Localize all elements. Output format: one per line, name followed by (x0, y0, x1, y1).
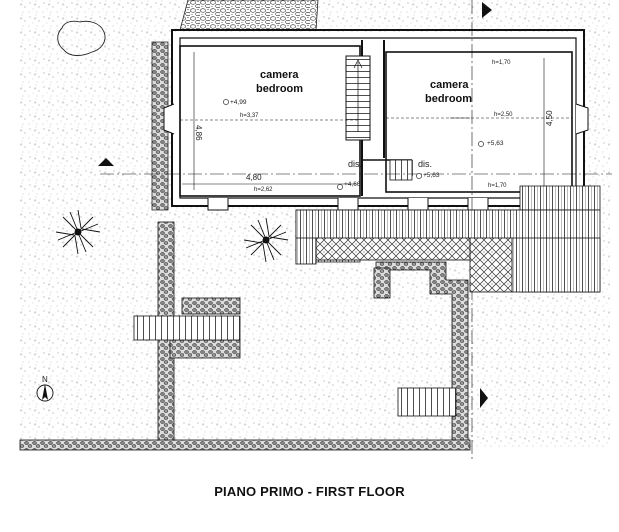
landing-label: dis. (348, 159, 362, 169)
tree-icon (55, 209, 289, 263)
height-label: h=1,70 (488, 183, 507, 189)
section-marker-bottom (480, 388, 488, 408)
stone-wall-garden (169, 339, 241, 359)
height-label: h=2,62 (254, 187, 273, 193)
herringbone-paving (469, 237, 513, 293)
wooden-terrace (295, 209, 601, 241)
room-label-en: bedroom (256, 83, 303, 95)
outdoor-stairs (133, 315, 241, 341)
north-arrow-icon (36, 384, 54, 402)
wooden-terrace (511, 237, 601, 293)
level-label: +5,63 (423, 172, 440, 179)
dimension-lines (180, 52, 572, 190)
landing-steps (389, 159, 413, 181)
stone-path-top (179, 0, 319, 31)
room-label-it: camera (430, 79, 469, 91)
height-label: h=2,50 (494, 112, 513, 118)
section-marker-left (98, 158, 114, 166)
level-label: +4,99 (230, 99, 247, 106)
house-interior-mask (172, 32, 584, 204)
windows (163, 103, 589, 211)
level-label: +5,63 (487, 140, 504, 147)
north-label: N (42, 375, 48, 384)
stone-wall-left (151, 41, 169, 211)
plan-caption: PIANO PRIMO - FIRST FLOOR (214, 484, 405, 499)
room-label-it: camera (260, 69, 299, 81)
level-label: +4,66 (344, 181, 361, 188)
outdoor-stairs (397, 387, 457, 417)
dimension-depth-right: 4,50 (545, 110, 554, 126)
boundary-wall (19, 439, 471, 451)
level-markers (223, 99, 484, 190)
herringbone-paving (315, 237, 471, 261)
dimension-depth-left: 4,86 (194, 125, 203, 141)
wooden-terrace (295, 237, 317, 265)
stone-wall-garden (181, 297, 241, 315)
shrub-outline (57, 20, 106, 56)
landing-label: dis. (418, 159, 432, 169)
dimension-width-left: 4,80 (246, 173, 262, 182)
room-label-en: bedroom (425, 93, 472, 105)
stone-pier (373, 267, 391, 299)
stair-arrow (353, 59, 363, 132)
height-label: h=1,70 (492, 60, 511, 66)
section-marker-top (482, 2, 492, 18)
height-label: h=3,37 (240, 113, 259, 119)
